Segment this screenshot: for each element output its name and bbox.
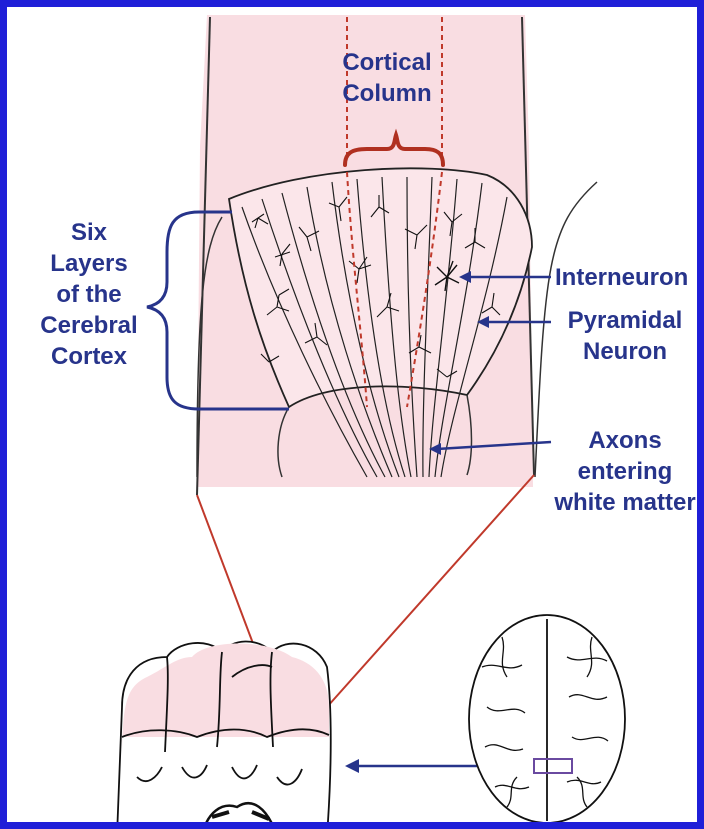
pyramidal-neuron-label: Pyramidal Neuron [555, 305, 695, 367]
pyramidal-neuron-label-line-1: Pyramidal [555, 305, 695, 336]
cortical-column-label: Cortical Column [327, 47, 447, 109]
six-layers-label-line-3: of the [33, 279, 145, 310]
interneuron-label: Interneuron [555, 262, 695, 293]
six-layers-label-line-4: Cerebral [33, 310, 145, 341]
axons-label-line-3: white matter [547, 487, 703, 518]
axons-label-line-2: entering [547, 456, 703, 487]
cortical-column-label-line-1: Cortical [327, 47, 447, 78]
six-layers-label-line-5: Cortex [33, 341, 145, 372]
axons-label-line-1: Axons [547, 425, 703, 456]
six-layers-label-line-1: Six [33, 217, 145, 248]
brain-top-view [469, 615, 625, 823]
cortical-column-label-line-2: Column [327, 78, 447, 109]
axons-label: Axons entering white matter [547, 425, 703, 518]
pyramidal-neuron-label-line-2: Neuron [555, 336, 695, 367]
interneuron-label-text: Interneuron [555, 262, 695, 293]
brain-coronal-slice [117, 641, 331, 829]
six-layers-label: Six Layers of the Cerebral Cortex [33, 217, 145, 372]
cortex-diagram [7, 7, 704, 829]
six-layers-label-line-2: Layers [33, 248, 145, 279]
